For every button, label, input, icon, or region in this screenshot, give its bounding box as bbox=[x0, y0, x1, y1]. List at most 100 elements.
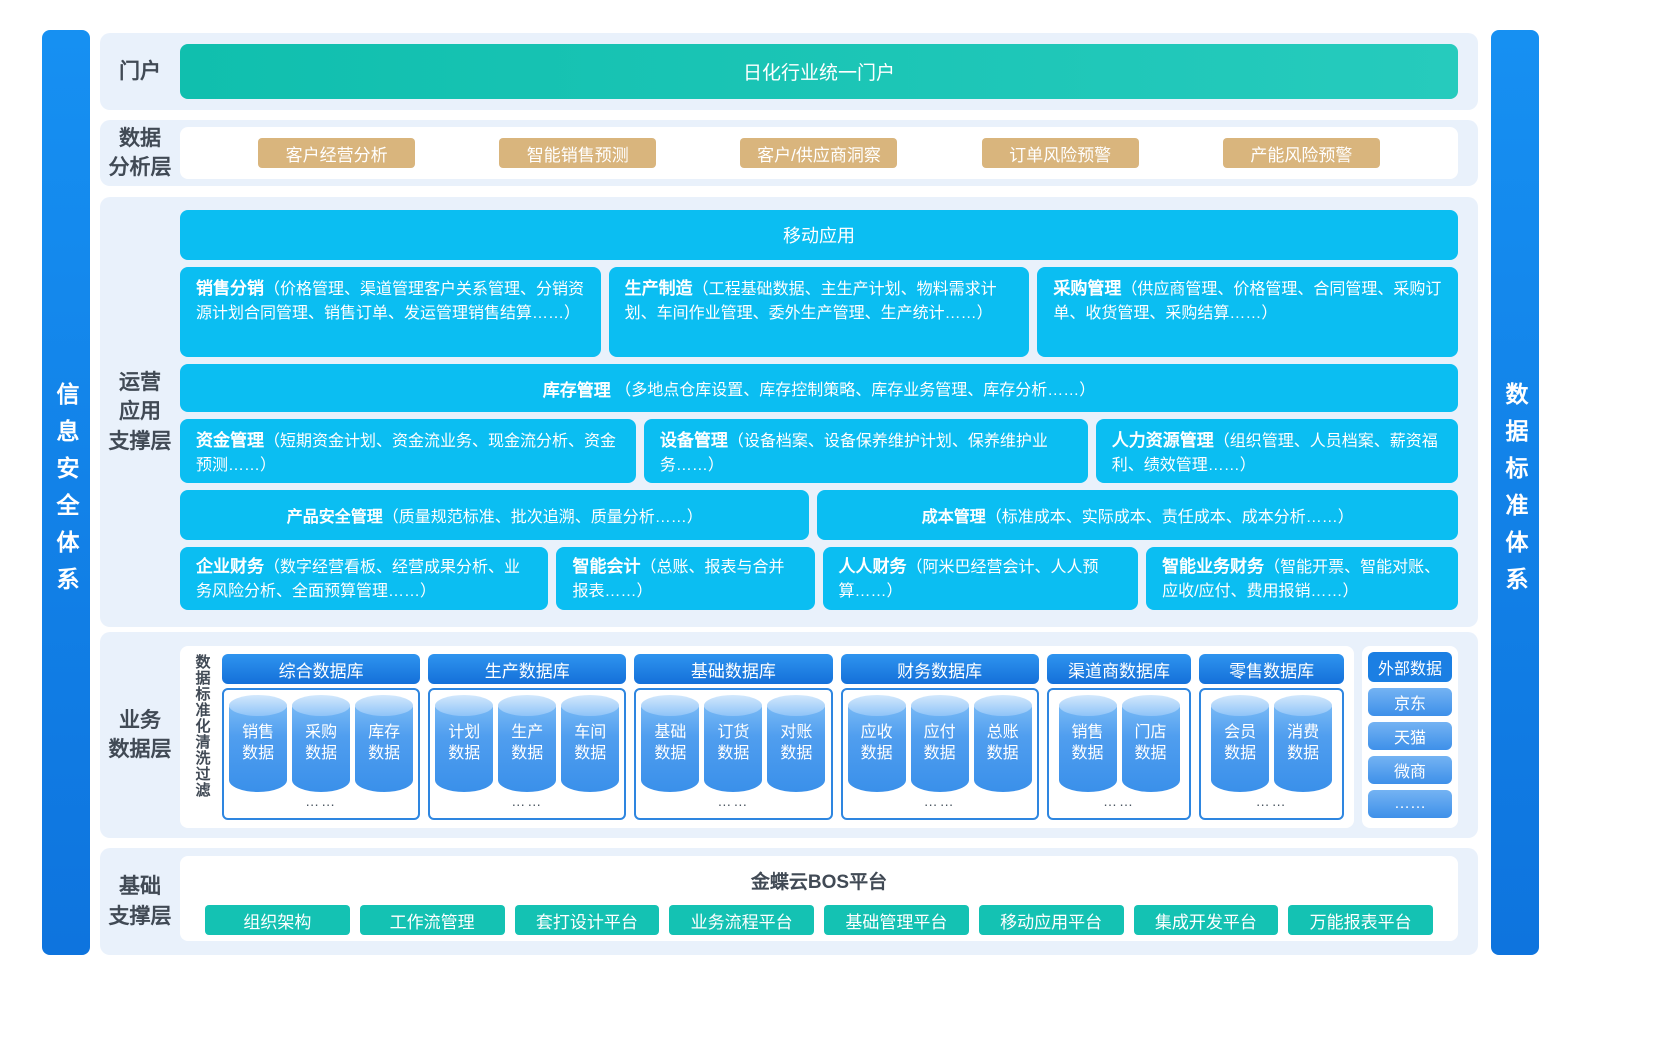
module-title: 资金管理 bbox=[196, 431, 264, 450]
database-cylinder: 门店 数据 bbox=[1121, 695, 1180, 792]
cylinder-label: 库存 数据 bbox=[368, 724, 401, 762]
analysis-item: 智能销售预测 bbox=[499, 138, 657, 168]
module-title: 企业财务 bbox=[196, 557, 264, 576]
unified-portal-bar: 日化行业统一门户 bbox=[180, 44, 1458, 99]
database-cylinder: 计划 数据 bbox=[435, 695, 494, 792]
analysis-item: 产能风险预警 bbox=[1222, 138, 1380, 168]
db-group-production: 生产数据库 计划 数据 生产 数据 车间 数据 …… bbox=[428, 654, 627, 820]
analysis-band-label: 数据 分析层 bbox=[108, 126, 172, 179]
database-cylinder: 会员 数据 bbox=[1211, 695, 1270, 792]
db-ellipsis: …… bbox=[1103, 793, 1136, 809]
platform-item: 基础管理平台 bbox=[824, 905, 969, 935]
module-desc: （标准成本、实际成本、责任成本、成本分析……） bbox=[985, 509, 1354, 526]
data-standard-label: 数据标准体系 bbox=[1502, 381, 1528, 604]
cylinder-label: 对账 数据 bbox=[780, 724, 813, 762]
info-security-bar: 信息安全体系 bbox=[42, 30, 90, 955]
mobile-app-bar: 移动应用 bbox=[180, 210, 1458, 260]
module-inventory: 库存管理 （多地点仓库设置、库存控制策略、库存业务管理、库存分析……） bbox=[180, 364, 1458, 412]
module-title: 设备管理 bbox=[659, 431, 728, 450]
databases-box: 数据标准化清洗过滤 综合数据库 销售 数据 采购 数据 库存 数据 …… 生产数… bbox=[180, 646, 1354, 828]
module-title: 智能业务财务 bbox=[1162, 557, 1265, 576]
cylinder-label: 门店 数据 bbox=[1134, 724, 1167, 762]
module-desc: （总账、报表与合并报表……） bbox=[572, 559, 785, 600]
module-enterprise-finance: 企业财务（数字经营看板、经营成果分析、业务风险分析、全面预算管理……） bbox=[180, 547, 549, 610]
module-hr: 人力资源管理（组织管理、人员档案、薪资福利、绩效管理……） bbox=[1095, 419, 1459, 483]
platform-buttons-row: 组织架构 工作流管理 套打设计平台 业务流程平台 基础管理平台 移动应用平台 集… bbox=[180, 894, 1458, 935]
portal-band: 门户 日化行业统一门户 bbox=[100, 33, 1478, 110]
module-title: 人力资源管理 bbox=[1111, 431, 1214, 450]
db-body: 应收 数据 应付 数据 总账 数据 …… bbox=[840, 688, 1039, 820]
external-source: 京东 bbox=[1368, 688, 1452, 716]
analysis-item: 客户经营分析 bbox=[258, 138, 416, 168]
platform-item: 业务流程平台 bbox=[669, 905, 814, 935]
module-title: 销售分销 bbox=[196, 279, 264, 298]
db-ellipsis: …… bbox=[717, 793, 750, 809]
external-source: 天猫 bbox=[1368, 722, 1452, 750]
database-cylinder: 销售 数据 bbox=[1058, 695, 1117, 792]
module-product-safety: 产品安全管理（质量规范标准、批次追溯、质量分析……） bbox=[180, 490, 810, 540]
db-header: 渠道商数据库 bbox=[1046, 654, 1192, 684]
db-body: 基础 数据 订货 数据 对账 数据 …… bbox=[634, 688, 833, 820]
platform-item: 工作流管理 bbox=[359, 905, 505, 935]
db-header: 生产数据库 bbox=[428, 654, 627, 684]
db-ellipsis: …… bbox=[923, 793, 956, 809]
cylinder-label: 总账 数据 bbox=[986, 724, 1019, 762]
module-desc: （短期资金计划、资金流业务、现金流分析、资金预测……） bbox=[196, 433, 617, 474]
db-group-channel: 渠道商数据库 销售 数据 门店 数据 …… bbox=[1046, 654, 1192, 820]
analysis-item: 客户/供应商洞察 bbox=[740, 138, 898, 168]
cylinder-label: 销售 数据 bbox=[1071, 724, 1104, 762]
platform-item: 组织架构 bbox=[205, 905, 350, 935]
cylinder-label: 消费 数据 bbox=[1287, 724, 1320, 762]
db-header: 财务数据库 bbox=[840, 654, 1039, 684]
cylinder-label: 计划 数据 bbox=[448, 724, 481, 762]
db-header: 零售数据库 bbox=[1199, 654, 1344, 684]
data-band: 业务 数据层 数据标准化清洗过滤 综合数据库 销售 数据 采购 数据 库存 数据… bbox=[100, 632, 1478, 838]
cylinder-label: 基础 数据 bbox=[654, 724, 687, 762]
db-group-basic: 基础数据库 基础 数据 订货 数据 对账 数据 …… bbox=[634, 654, 833, 820]
analysis-items-box: 客户经营分析 智能销售预测 客户/供应商洞察 订单风险预警 产能风险预警 bbox=[180, 127, 1458, 179]
module-production: 生产制造（工程基础数据、主生产计划、物料需求计划、车间作业管理、委外生产管理、生… bbox=[608, 267, 1030, 357]
database-cylinder: 库存 数据 bbox=[355, 695, 414, 792]
module-desc: （供应商管理、价格管理、合同管理、采购订单、收货管理、采购结算……） bbox=[1053, 281, 1442, 322]
db-group-retail: 零售数据库 会员 数据 消费 数据 …… bbox=[1199, 654, 1344, 820]
database-cylinder: 生产 数据 bbox=[498, 695, 557, 792]
module-title: 成本管理 bbox=[921, 509, 986, 526]
operations-band: 运营 应用 支撑层 移动应用 销售分销（价格管理、渠道管理客户关系管理、分销资源… bbox=[100, 197, 1478, 627]
module-desc: （设备档案、设备保养维护计划、保养维护业务……） bbox=[659, 433, 1048, 474]
module-everyone-finance: 人人财务（阿米巴经营会计、人人预算……） bbox=[822, 547, 1139, 610]
db-ellipsis: …… bbox=[511, 793, 544, 809]
external-data-column: 外部数据 京东 天猫 微商 …… bbox=[1362, 646, 1458, 828]
platform-item: 移动应用平台 bbox=[978, 905, 1124, 935]
module-desc: （组织管理、人员档案、薪资福利、绩效管理……） bbox=[1111, 433, 1438, 474]
external-source: …… bbox=[1368, 790, 1452, 818]
db-header: 综合数据库 bbox=[222, 654, 421, 684]
module-desc: （质量规范标准、批次追溯、质量分析……） bbox=[382, 509, 703, 526]
db-ellipsis: …… bbox=[305, 793, 338, 809]
module-title: 产品安全管理 bbox=[286, 509, 383, 526]
module-desc: （阿米巴经营会计、人人预算……） bbox=[838, 559, 1099, 600]
db-body: 会员 数据 消费 数据 …… bbox=[1199, 688, 1344, 820]
module-desc: （智能开票、智能对账、应收/应付、费用报销……） bbox=[1162, 559, 1441, 600]
module-equipment: 设备管理（设备档案、设备保养维护计划、保养维护业务……） bbox=[643, 419, 1088, 483]
cylinder-label: 会员 数据 bbox=[1224, 724, 1257, 762]
cylinder-label: 订货 数据 bbox=[717, 724, 750, 762]
module-desc: （多地点仓库设置、库存控制策略、库存业务管理、库存分析……） bbox=[615, 382, 1096, 399]
module-funds: 资金管理（短期资金计划、资金流业务、现金流分析、资金预测……） bbox=[180, 419, 636, 483]
cylinder-label: 采购 数据 bbox=[305, 724, 338, 762]
data-band-label: 业务 数据层 bbox=[108, 708, 172, 761]
database-cylinder: 车间 数据 bbox=[561, 695, 620, 792]
module-desc: （工程基础数据、主生产计划、物料需求计划、车间作业管理、委外生产管理、生产统计…… bbox=[624, 281, 997, 322]
db-body: 销售 数据 采购 数据 库存 数据 …… bbox=[222, 688, 421, 820]
db-group-comprehensive: 综合数据库 销售 数据 采购 数据 库存 数据 …… bbox=[222, 654, 421, 820]
platform-item: 集成开发平台 bbox=[1133, 905, 1279, 935]
info-security-label: 信息安全体系 bbox=[53, 381, 79, 604]
module-title: 智能会计 bbox=[572, 557, 641, 576]
database-cylinder: 销售 数据 bbox=[229, 695, 288, 792]
database-cylinder: 消费 数据 bbox=[1274, 695, 1333, 792]
external-source: 微商 bbox=[1368, 756, 1452, 784]
operations-band-label: 运营 应用 支撑层 bbox=[108, 370, 172, 453]
external-data-header: 外部数据 bbox=[1368, 652, 1452, 682]
data-standard-bar: 数据标准体系 bbox=[1491, 30, 1539, 955]
cylinder-label: 应付 数据 bbox=[923, 724, 956, 762]
